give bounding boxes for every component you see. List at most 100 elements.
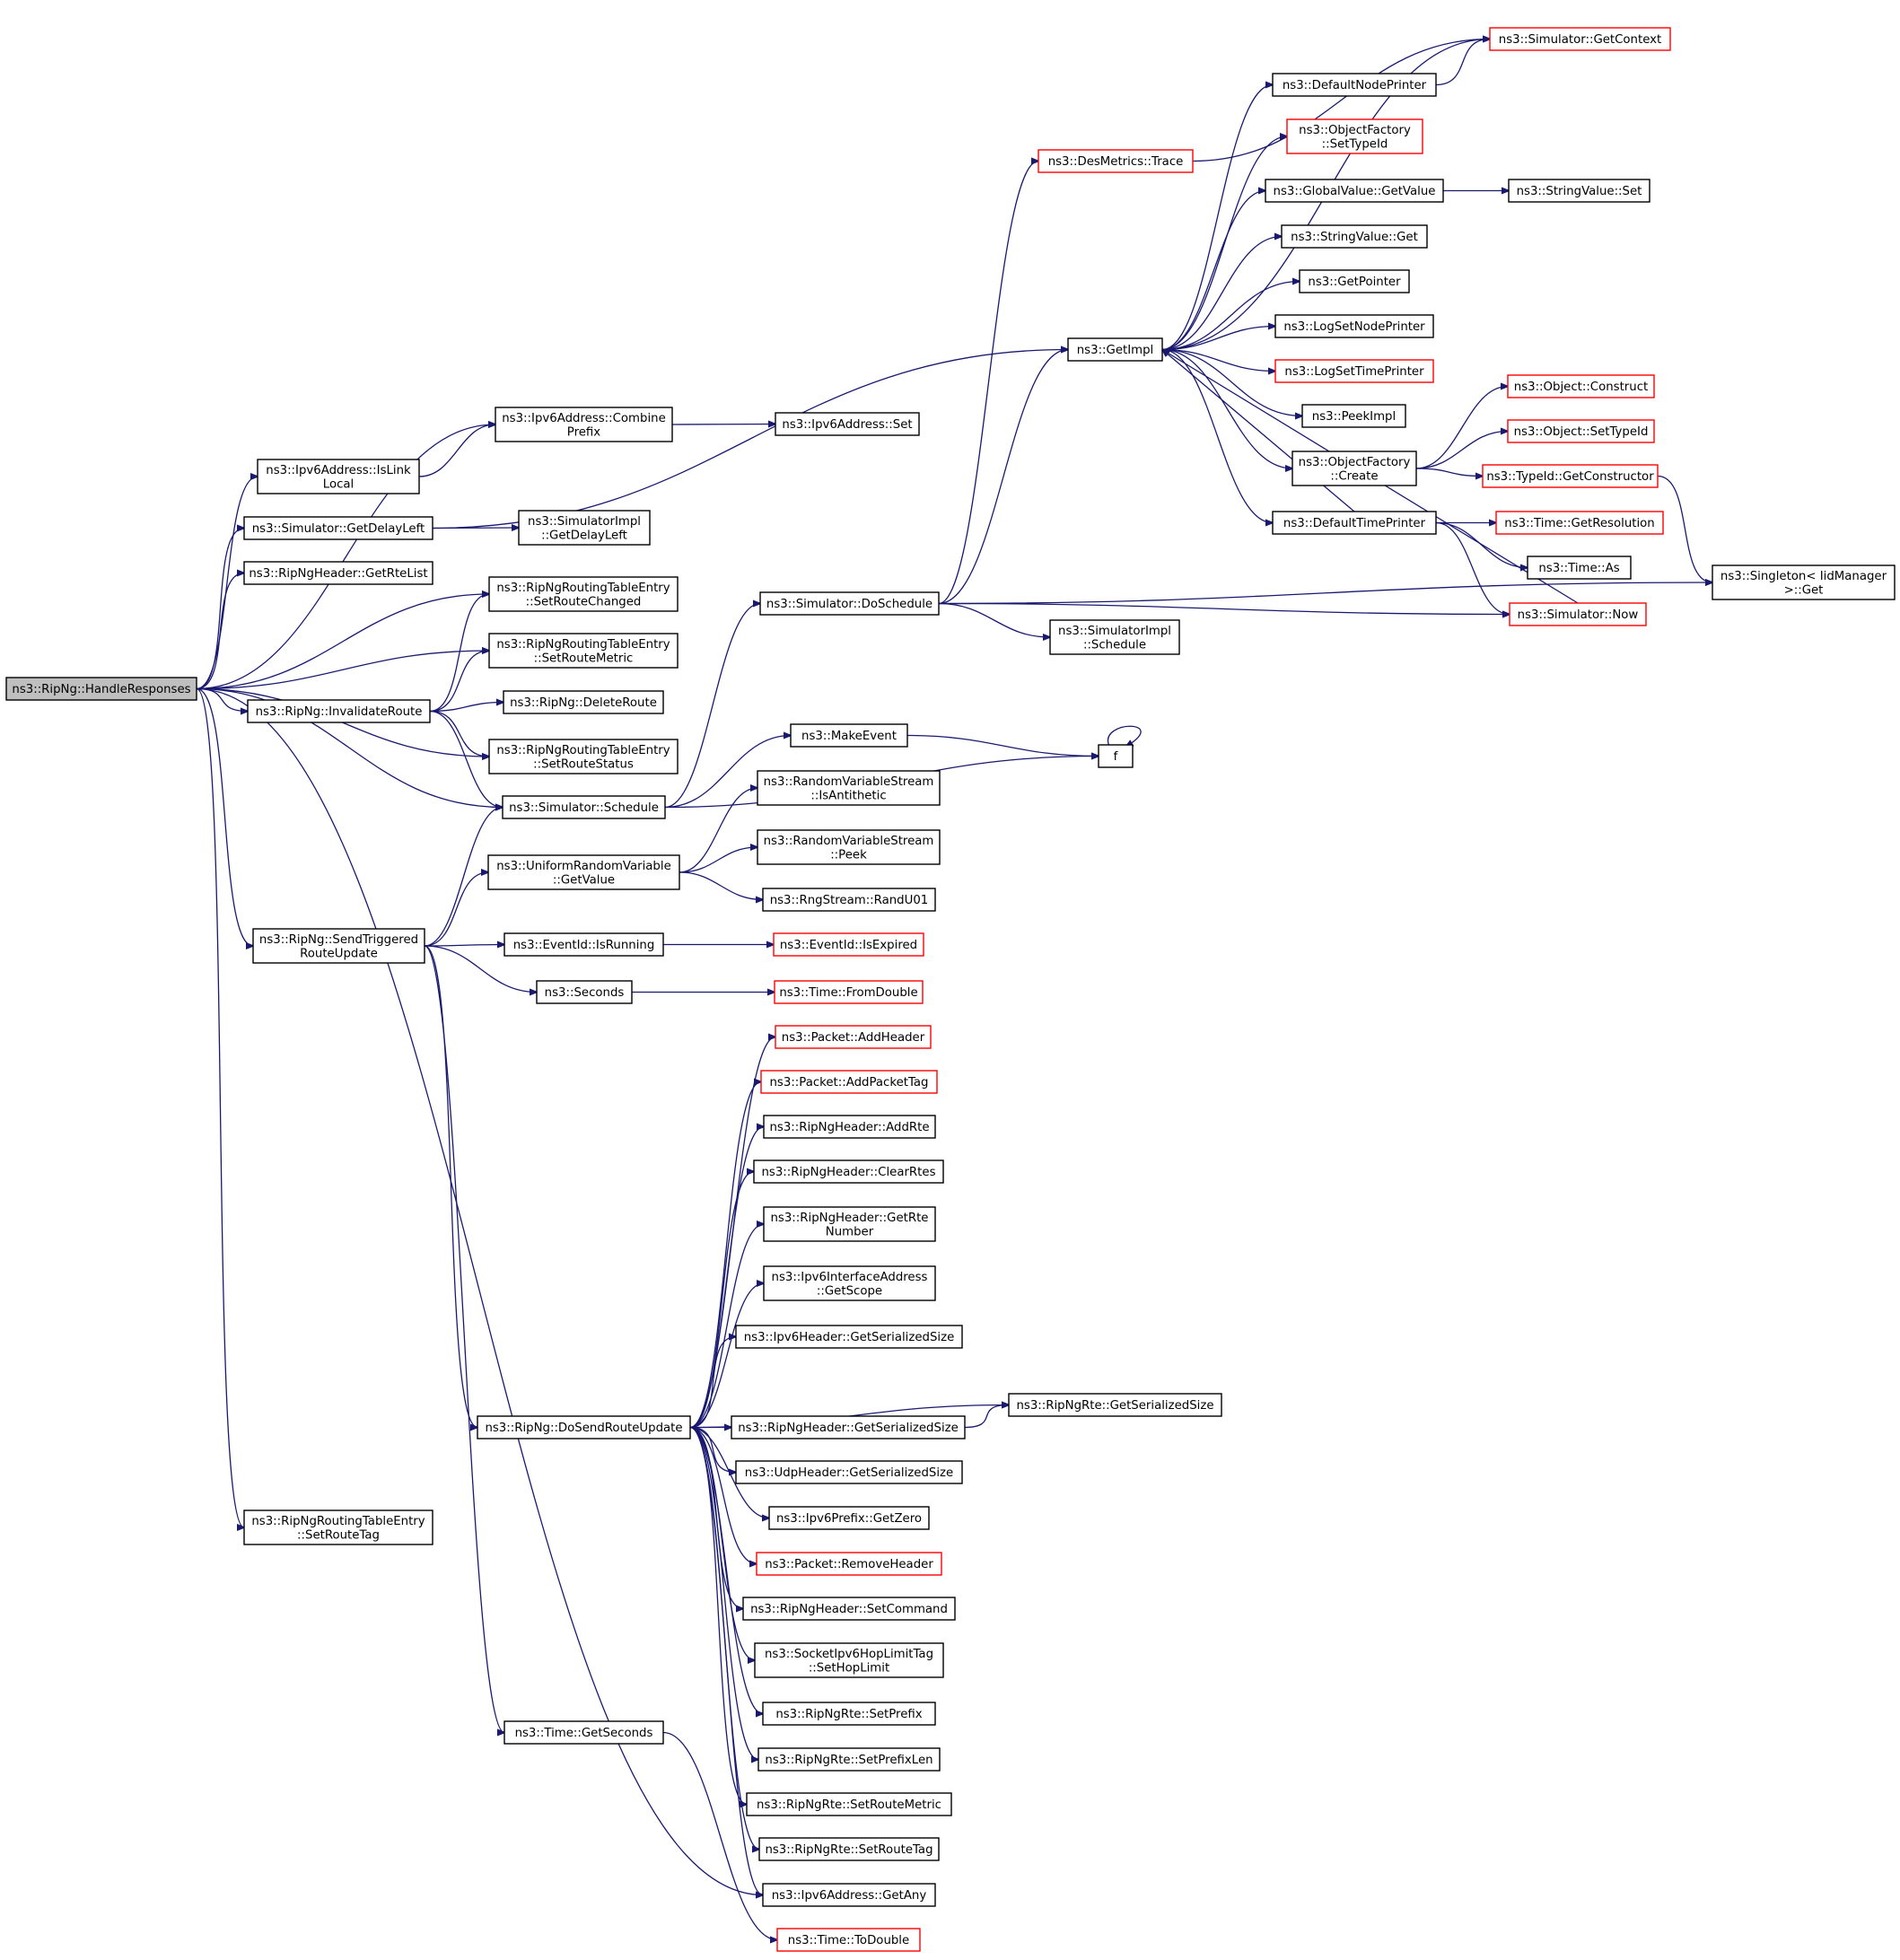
node-svset[interactable]: ns3::StringValue::Set — [1508, 179, 1650, 203]
node-setroutechanged[interactable]: ns3::RipNgRoutingTableEntry::SetRouteCha… — [488, 576, 679, 612]
node-v6set[interactable]: ns3::Ipv6Address::Set — [775, 412, 920, 436]
node-udphdrsize[interactable]: ns3::UdpHeader::GetSerializedSize — [735, 1460, 963, 1484]
node-invalidate[interactable]: ns3::RipNg::InvalidateRoute — [247, 699, 431, 723]
node-getrtelist[interactable]: ns3::RipNgHeader::GetRteList — [243, 561, 433, 585]
node-addrte[interactable]: ns3::RipNgHeader::AddRte — [763, 1115, 936, 1139]
edge-invalidate-to-deleteroute — [429, 703, 503, 713]
node-seconds[interactable]: ns3::Seconds — [536, 980, 633, 1004]
node-box — [1507, 419, 1655, 443]
node-defaulttimeprinter[interactable]: ns3::DefaultTimePrinter — [1272, 511, 1437, 535]
node-box — [735, 1325, 963, 1349]
node-label: ns3::Seconds — [545, 986, 625, 1000]
edge-ripnghdrsize-to-rtesize — [964, 1405, 1009, 1429]
node-setprefix[interactable]: ns3::RipNgRte::SetPrefix — [762, 1702, 936, 1726]
edge-getimpl-to-svget — [1161, 237, 1282, 351]
node-implgetdelayleft[interactable]: ns3::SimulatorImpl::GetDelayLeft — [518, 510, 651, 546]
node-box — [757, 829, 941, 865]
node-getconstructor[interactable]: ns3::TypeId::GetConstructor — [1482, 464, 1659, 488]
node-makeevent[interactable]: ns3::MakeEvent — [790, 723, 908, 748]
node-setroutetag[interactable]: ns3::RipNgRoutingTableEntry::SetRouteTag — [243, 1509, 433, 1545]
node-simnow[interactable]: ns3::Simulator::Now — [1509, 602, 1647, 626]
node-ripnghdrsize[interactable]: ns3::RipNgHeader::GetSerializedSize — [731, 1415, 966, 1439]
node-rtesetroutetag[interactable]: ns3::RipNgRte::SetRouteTag — [758, 1837, 940, 1861]
edge-defaulttimeprinter-to-getimpl — [1162, 350, 1355, 512]
node-gvgetvalue[interactable]: ns3::GlobalValue::GetValue — [1265, 179, 1444, 203]
node-implschedule[interactable]: ns3::SimulatorImpl::Schedule — [1049, 619, 1180, 655]
node-box — [1291, 451, 1417, 486]
node-doschedule[interactable]: ns3::Simulator::DoSchedule — [759, 591, 940, 616]
node-randu01[interactable]: ns3::RngStream::RandU01 — [762, 888, 936, 912]
node-addpackettag[interactable]: ns3::Packet::AddPacketTag — [760, 1070, 938, 1094]
node-setcommand[interactable]: ns3::RipNgHeader::SetCommand — [742, 1597, 956, 1621]
node-label: ns3::Ipv6Prefix::GetZero — [776, 1512, 922, 1526]
node-label: ns3::DefaultNodePrinter — [1283, 79, 1427, 92]
node-getany[interactable]: ns3::Ipv6Address::GetAny — [762, 1883, 936, 1907]
edge-root-to-setroutetag — [196, 687, 244, 1528]
node-logsettimeprinter[interactable]: ns3::LogSetTimePrinter — [1274, 359, 1434, 383]
node-todouble[interactable]: ns3::Time::ToDouble — [776, 1928, 921, 1952]
node-peekimpl[interactable]: ns3::PeekImpl — [1301, 404, 1406, 428]
node-isrunning[interactable]: ns3::EventId::IsRunning — [503, 932, 664, 957]
node-clearrtes[interactable]: ns3::RipNgHeader::ClearRtes — [753, 1159, 944, 1184]
node-fromdouble[interactable]: ns3::Time::FromDouble — [774, 980, 924, 1004]
node-label: ::GetDelayLeft — [541, 529, 627, 542]
node-ofsettypeid[interactable]: ns3::ObjectFactory::SetTypeId — [1286, 118, 1423, 154]
node-label: ns3::Time::GetSeconds — [515, 1727, 653, 1740]
node-gettimeseconds[interactable]: ns3::Time::GetSeconds — [503, 1720, 664, 1745]
node-singletonget[interactable]: ns3::Singleton< IidManager >::Get — [1712, 564, 1896, 600]
node-sethoplimit[interactable]: ns3::SocketIpv6HopLimitTag::SetHopLimit — [754, 1642, 944, 1678]
node-getimpl[interactable]: ns3::GetImpl — [1067, 337, 1163, 362]
node-ipv6hdrsize[interactable]: ns3::Ipv6Header::GetSerializedSize — [735, 1325, 963, 1349]
node-objconstruct[interactable]: ns3::Object::Construct — [1507, 374, 1655, 398]
edge-gettimeseconds-to-todouble — [662, 1731, 777, 1940]
node-label: ::SetHopLimit — [809, 1661, 889, 1675]
node-ofcreate[interactable]: ns3::ObjectFactory::Create — [1291, 451, 1417, 486]
node-label: ns3::Simulator::GetDelayLeft — [252, 522, 425, 536]
node-getcontext[interactable]: ns3::Simulator::GetContext — [1489, 27, 1671, 51]
node-getscope[interactable]: ns3::Ipv6InterfaceAddress::GetScope — [763, 1265, 936, 1301]
node-setroutemetric[interactable]: ns3::RipNgRoutingTableEntry::SetRouteMet… — [488, 633, 679, 669]
node-dosend[interactable]: ns3::RipNg::DoSendRouteUpdate — [477, 1415, 691, 1439]
node-svget[interactable]: ns3::StringValue::Get — [1281, 224, 1428, 249]
node-timeas[interactable]: ns3::Time::As — [1527, 556, 1632, 580]
node-setprefixlen[interactable]: ns3::RipNgRte::SetPrefixLen — [757, 1747, 941, 1772]
node-label: ns3::EventId::IsExpired — [780, 939, 917, 952]
node-logsetnodeprinter[interactable]: ns3::LogSetNodePrinter — [1274, 314, 1434, 338]
node-label: ns3::UdpHeader::GetSerializedSize — [745, 1466, 953, 1480]
node-getzero[interactable]: ns3::Ipv6Prefix::GetZero — [768, 1506, 930, 1530]
node-deleteroute[interactable]: ns3::RipNg::DeleteRoute — [503, 690, 664, 714]
node-peek[interactable]: ns3::RandomVariableStream::Peek — [757, 829, 941, 865]
node-addheader[interactable]: ns3::Packet::AddHeader — [775, 1025, 932, 1049]
node-isexpired[interactable]: ns3::EventId::IsExpired — [773, 932, 924, 957]
edge-islinklocal-to-combine — [418, 424, 495, 477]
node-rtesetroutemetric[interactable]: ns3::RipNgRte::SetRouteMetric — [746, 1792, 952, 1816]
node-box — [756, 1552, 942, 1576]
edge-root-to-combine — [196, 424, 495, 690]
node-label: ns3::RipNg::InvalidateRoute — [256, 705, 423, 719]
node-setroutestatus[interactable]: ns3::RipNgRoutingTableEntry::SetRouteSta… — [488, 739, 679, 774]
node-objsettypeid[interactable]: ns3::Object::SetTypeId — [1507, 419, 1655, 443]
node-getpointer[interactable]: ns3::GetPointer — [1299, 269, 1410, 293]
edge-desmetrics-to-getcontext — [1192, 39, 1490, 162]
node-getresolution[interactable]: ns3::Time::GetResolution — [1495, 511, 1664, 535]
node-root[interactable]: ns3::RipNg::HandleResponses — [5, 677, 197, 701]
node-label: ns3::Time::As — [1538, 562, 1619, 575]
node-rtesize[interactable]: ns3::RipNgRte::GetSerializedSize — [1008, 1393, 1222, 1417]
node-label: ::IsAntithetic — [810, 789, 886, 802]
node-uniformgetvalue[interactable]: ns3::UniformRandomVariable::GetValue — [487, 854, 680, 890]
node-desmetrics[interactable]: ns3::DesMetrics::Trace — [1038, 149, 1194, 173]
node-f[interactable]: f — [1098, 744, 1134, 768]
node-schedule[interactable]: ns3::Simulator::Schedule — [502, 795, 666, 819]
node-box — [762, 1702, 936, 1726]
node-getdelayleft[interactable]: ns3::Simulator::GetDelayLeft — [243, 516, 433, 540]
edge-uniformgetvalue-to-randu01 — [679, 871, 763, 900]
node-defaultnodeprinter[interactable]: ns3::DefaultNodePrinter — [1272, 73, 1437, 97]
node-label: ::SetRouteMetric — [534, 652, 634, 665]
node-isantithetic[interactable]: ns3::RandomVariableStream::IsAntithetic — [757, 770, 941, 806]
node-label: ns3::GetPointer — [1308, 276, 1401, 289]
node-removeheader[interactable]: ns3::Packet::RemoveHeader — [756, 1552, 942, 1576]
